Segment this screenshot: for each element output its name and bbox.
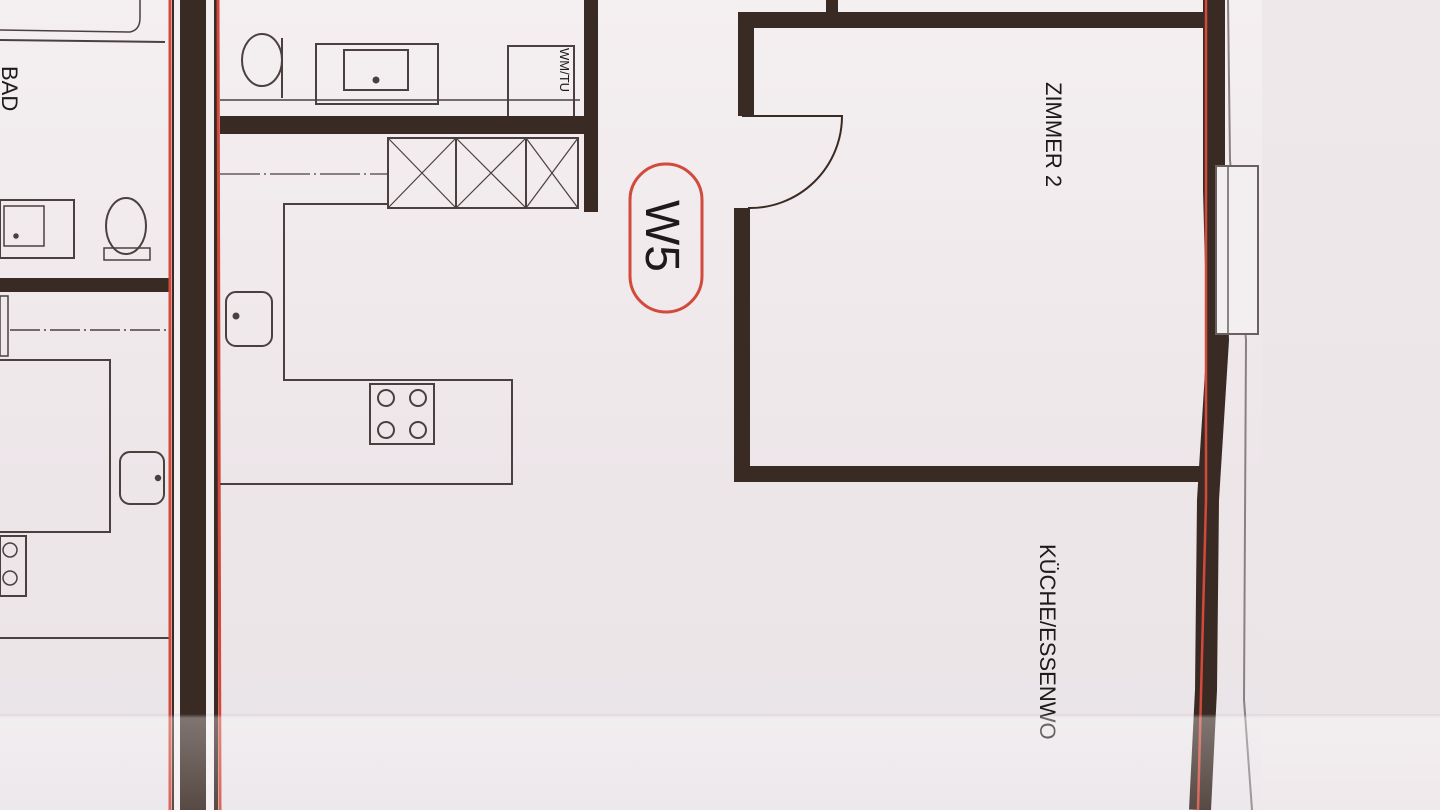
- kitchen-tall-cabinets: [220, 137, 579, 209]
- kitchen-island: [220, 203, 513, 485]
- party-wall: [168, 0, 222, 810]
- room-label-wm-tu: WM/TU: [557, 48, 572, 92]
- room-zimmer-2: [734, 0, 1218, 482]
- exterior-wall-right: [1189, 0, 1259, 810]
- left-neighbor-unit: [0, 0, 170, 639]
- room-label-bad: BAD: [0, 66, 22, 111]
- unit-label: W5: [635, 200, 688, 272]
- room-label-zimmer-2: ZIMMER 2: [1041, 82, 1066, 187]
- bathroom-w5: [220, 0, 598, 212]
- room-label-kueche-essen: KÜCHE/ESSENWO: [1035, 544, 1060, 740]
- unit-label-badge: W5: [628, 162, 704, 314]
